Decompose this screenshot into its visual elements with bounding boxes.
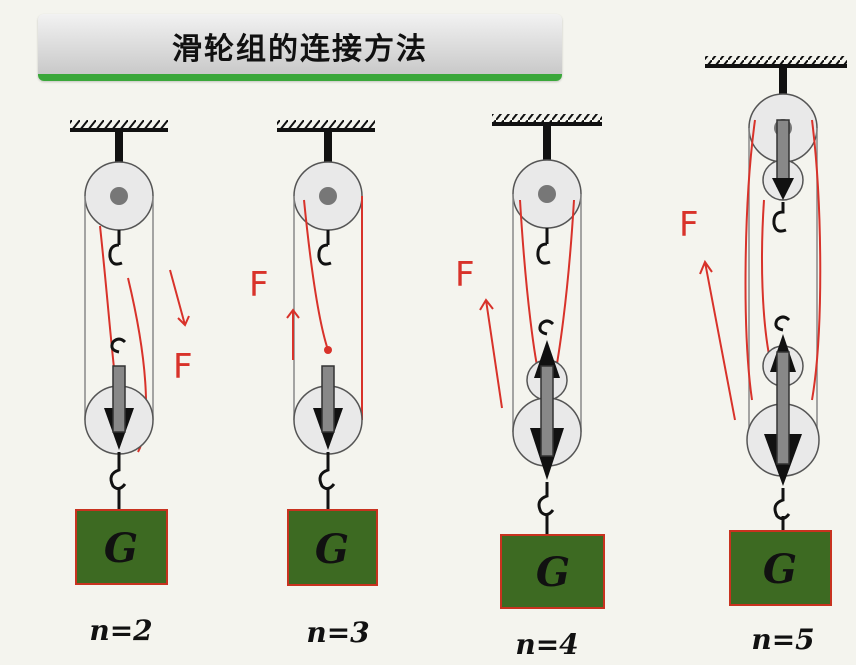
movable-strap	[540, 365, 554, 457]
pulley-axle	[319, 187, 337, 205]
movable-top-hook	[538, 319, 555, 336]
pulley-axle	[538, 185, 556, 203]
bottom-hook	[773, 488, 791, 521]
segment-count-label: n=3	[306, 616, 369, 649]
movable-strap	[776, 351, 790, 465]
pulley-system-n2: F G n=2	[70, 120, 193, 647]
weight-block	[729, 530, 832, 606]
fixed-hook	[317, 230, 332, 266]
movable-strap	[321, 365, 335, 433]
page-title: 滑轮组的连接方法	[172, 32, 428, 67]
rope-traced-2	[811, 119, 822, 401]
fixed-hook	[108, 230, 123, 266]
force-label: F	[249, 265, 269, 305]
weight-label: G	[763, 546, 797, 593]
weight-label: G	[536, 549, 570, 596]
ceiling-hatch	[70, 120, 168, 129]
ceiling-hatch	[705, 56, 847, 65]
force-arrow	[286, 308, 300, 360]
pulley-axle	[110, 187, 128, 205]
pulley-system-n5: F G n=5	[679, 56, 847, 656]
force-label: F	[173, 347, 193, 387]
segment-count-label: n=2	[89, 614, 152, 647]
movable-top-hook	[110, 337, 127, 354]
weight-label: G	[104, 525, 138, 572]
fixed-strap	[776, 119, 790, 187]
weight-block	[75, 509, 168, 585]
rope-traced	[303, 199, 329, 351]
weight-block	[500, 534, 605, 609]
rope-traced-3	[761, 199, 771, 361]
ceiling-hatch	[492, 114, 602, 123]
movable-top-hook	[774, 315, 791, 332]
force-arrow	[169, 269, 190, 327]
movable-strap	[112, 365, 126, 433]
pulley-system-n4: F G n=4	[455, 114, 605, 661]
title-banner: 滑轮组的连接方法	[38, 14, 562, 81]
ceiling-hatch	[277, 120, 375, 129]
weight-label: G	[315, 526, 349, 573]
force-arrow	[699, 259, 736, 421]
rope-anchor-dot	[324, 346, 332, 354]
bottom-hook	[109, 452, 127, 491]
force-arrow	[479, 298, 503, 409]
force-label: F	[455, 255, 475, 295]
fixed-bracket	[772, 178, 794, 200]
fixed-hook	[536, 228, 551, 265]
pulley-system-n3: F G n=3	[249, 120, 378, 649]
rope-traced	[744, 119, 756, 401]
bottom-hook	[318, 452, 336, 491]
fixed-hook	[772, 202, 787, 233]
bottom-hook	[537, 482, 555, 517]
segment-count-label: n=4	[515, 628, 578, 661]
weight-block	[287, 509, 378, 586]
force-label: F	[679, 205, 699, 245]
segment-count-label: n=5	[751, 623, 814, 656]
